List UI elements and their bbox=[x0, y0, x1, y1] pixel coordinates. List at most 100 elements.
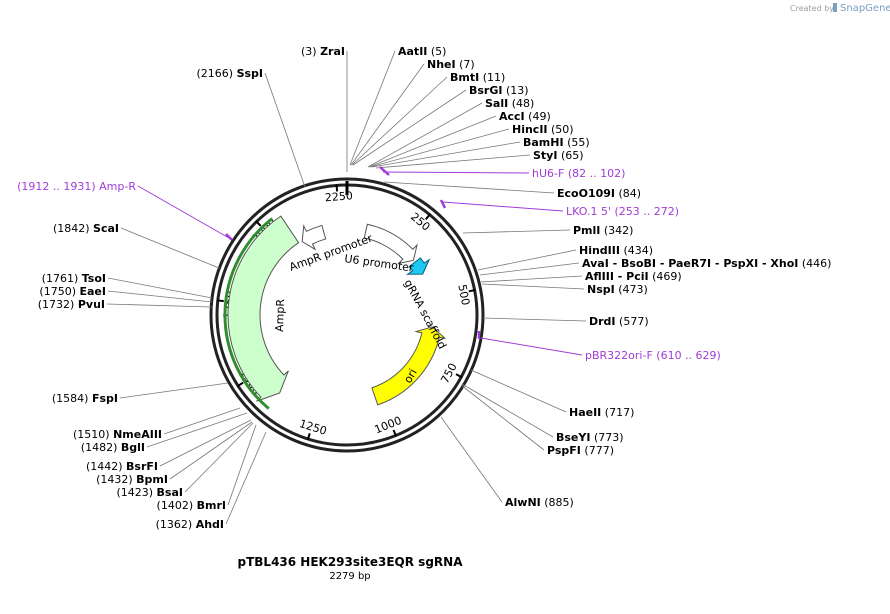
feature-label-ampr: AmpR bbox=[273, 298, 287, 332]
watermark-prefix: Created by bbox=[790, 4, 834, 13]
plasmid-size: 2279 bp bbox=[329, 571, 370, 582]
site-label: (1402) BmrI bbox=[157, 499, 226, 512]
tick-label: 1250 bbox=[298, 417, 329, 438]
site-label: NspI (473) bbox=[587, 283, 648, 296]
site-label: HaeII (717) bbox=[569, 406, 634, 419]
tick-mark bbox=[425, 213, 432, 220]
site-position: (55) bbox=[564, 136, 590, 149]
primer-name: pBR322ori-F bbox=[585, 349, 653, 362]
primer-label: hU6-F (82 .. 102) bbox=[532, 167, 625, 180]
leader-line bbox=[349, 50, 396, 166]
leader-line bbox=[107, 277, 213, 299]
site-name: StyI bbox=[533, 149, 557, 162]
leader-line bbox=[481, 283, 585, 290]
backbone bbox=[209, 177, 485, 453]
leader-line bbox=[225, 431, 267, 525]
plasmid-name: pTBL436 HEK293site3EQR sgRNA bbox=[238, 555, 464, 569]
leader-line bbox=[462, 229, 571, 234]
site-label: HindIII (434) bbox=[579, 244, 653, 257]
site-label: AatII (5) bbox=[398, 45, 446, 58]
site-position: (50) bbox=[548, 123, 574, 136]
leader-line bbox=[169, 421, 253, 480]
primer-leader-line bbox=[442, 201, 564, 212]
site-label: PspFI (777) bbox=[547, 444, 614, 457]
watermark-brand: SnapGene bbox=[840, 3, 890, 14]
leader-line bbox=[184, 422, 254, 493]
primer-marker bbox=[379, 166, 390, 176]
site-position: (1402) bbox=[157, 499, 197, 512]
site-name: ZraI bbox=[320, 45, 345, 58]
site-name: SalI bbox=[485, 97, 508, 110]
site-label: (1482) BglI bbox=[81, 441, 145, 454]
leader-line bbox=[369, 128, 510, 168]
site-name: FspI bbox=[92, 392, 118, 405]
site-position: (49) bbox=[525, 110, 551, 123]
site-name: BamHI bbox=[523, 136, 564, 149]
site-name: BsaI bbox=[157, 486, 183, 499]
primer-leader-line bbox=[382, 171, 530, 174]
leader-line bbox=[227, 424, 257, 506]
site-position: (1442) bbox=[86, 460, 126, 473]
leader-line bbox=[461, 383, 554, 438]
site-position: (885) bbox=[541, 496, 574, 509]
leader-line bbox=[352, 89, 467, 166]
leader-line bbox=[367, 102, 483, 168]
site-position: (1842) bbox=[53, 222, 93, 235]
tick-mark bbox=[255, 220, 262, 227]
site-position: (1750) bbox=[39, 285, 79, 298]
site-position: (1584) bbox=[52, 392, 92, 405]
site-position: (7) bbox=[456, 58, 475, 71]
site-name: ScaI bbox=[93, 222, 119, 235]
site-label: AvaI - BsoBI - PaeR7I - PspXI - XhoI (44… bbox=[582, 257, 831, 270]
tick-mark bbox=[216, 299, 224, 303]
site-label: (1442) BsrFI bbox=[86, 460, 158, 473]
site-position: (473) bbox=[615, 283, 648, 296]
site-label: PmlI (342) bbox=[573, 224, 633, 237]
site-position: (773) bbox=[590, 431, 623, 444]
primer-range: (253 .. 272) bbox=[611, 205, 679, 218]
site-name: TsoI bbox=[82, 272, 106, 285]
leader-line bbox=[383, 181, 555, 194]
site-position: (1761) bbox=[42, 272, 82, 285]
feature-grna bbox=[405, 257, 431, 275]
site-name: BsrFI bbox=[126, 460, 158, 473]
primer-name: hU6-F bbox=[532, 167, 564, 180]
site-label: NheI (7) bbox=[427, 58, 475, 71]
leader-line bbox=[470, 369, 567, 413]
site-label: BmtI (11) bbox=[450, 71, 505, 84]
site-name: AhdI bbox=[196, 518, 224, 531]
tick-mark bbox=[468, 288, 476, 293]
tick-mark bbox=[236, 381, 244, 388]
leader-line bbox=[371, 141, 521, 168]
leader-line bbox=[480, 275, 583, 283]
site-position: (1732) bbox=[38, 298, 78, 311]
site-label: (1842) ScaI bbox=[53, 222, 119, 235]
site-name: HindIII bbox=[579, 244, 620, 257]
site-position: (1482) bbox=[81, 441, 121, 454]
site-name: AccI bbox=[499, 110, 525, 123]
tick-label: 500 bbox=[455, 283, 472, 306]
site-label: EcoO109I (84) bbox=[557, 187, 641, 200]
site-position: (469) bbox=[649, 270, 682, 283]
site-name: AlwNI bbox=[505, 496, 541, 509]
site-name: DrdI bbox=[589, 315, 616, 328]
site-position: (577) bbox=[616, 315, 649, 328]
site-label: (1750) EaeI bbox=[39, 285, 106, 298]
primer-leader-line bbox=[137, 185, 230, 239]
site-position: (777) bbox=[581, 444, 614, 457]
primer-range: (82 .. 102) bbox=[564, 167, 625, 180]
feature-u6-promoter bbox=[363, 223, 418, 265]
site-position: (48) bbox=[508, 97, 534, 110]
site-position: (446) bbox=[798, 257, 831, 270]
features bbox=[223, 215, 446, 410]
site-name: SspI bbox=[237, 67, 263, 80]
leader-line bbox=[146, 412, 248, 448]
site-name: EaeI bbox=[80, 285, 107, 298]
site-position: (13) bbox=[502, 84, 528, 97]
leader-line bbox=[479, 262, 580, 276]
site-position: (1423) bbox=[116, 486, 156, 499]
site-label: AccI (49) bbox=[499, 110, 551, 123]
tick-mark bbox=[392, 429, 398, 437]
